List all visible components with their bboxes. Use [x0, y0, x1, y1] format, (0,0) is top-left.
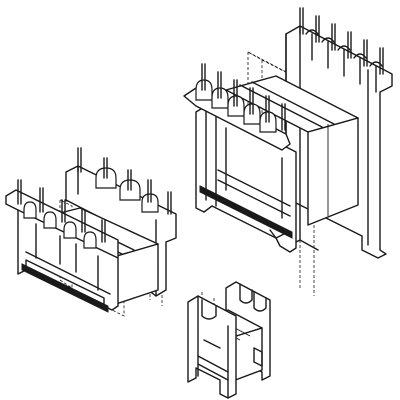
- small-bobbin: [187, 281, 271, 399]
- medium-bobbin: [5, 147, 177, 317]
- medium-bobbin-rear-pins: [77, 147, 172, 215]
- small-bobbin-side-tab: [253, 347, 263, 367]
- large-bobbin-body: [225, 75, 359, 230]
- large-bobbin-rear-pins: [299, 7, 384, 75]
- small-bobbin-front-flange: [187, 295, 237, 399]
- medium-bobbin-front-pins: [17, 179, 106, 249]
- large-bobbin: [183, 7, 393, 296]
- large-bobbin-front-pins: [183, 63, 291, 151]
